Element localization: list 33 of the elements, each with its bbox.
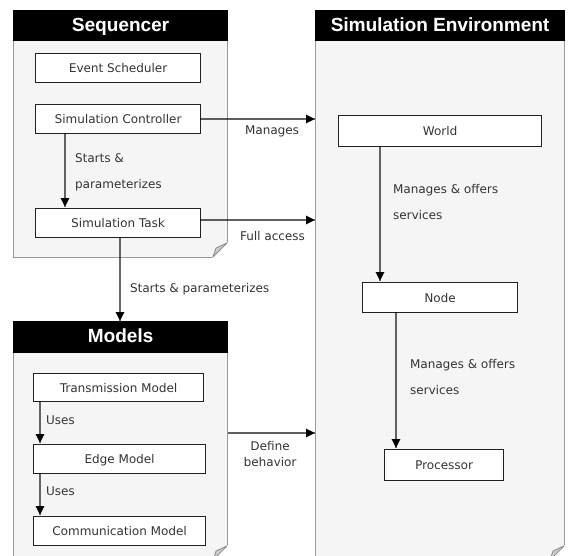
- edge-label: Starts & parameterizes: [130, 280, 270, 297]
- arrow: [228, 428, 315, 438]
- edge-label: Uses: [46, 412, 75, 429]
- panel: [13, 321, 228, 556]
- process-box: Node: [362, 282, 518, 313]
- panel-heading: Sequencer: [13, 10, 228, 41]
- arrow: [200, 216, 315, 224]
- arrow: [116, 237, 124, 321]
- arrow: [36, 401, 44, 443]
- arrow: [376, 146, 384, 281]
- panel: [13, 10, 228, 258]
- edge-label: Uses: [46, 483, 75, 500]
- arrow: [36, 473, 44, 515]
- process-box: Transmission Model: [33, 373, 204, 402]
- process-box: Processor: [384, 449, 504, 481]
- process-box: Simulation Controller: [35, 104, 201, 134]
- edge-label: Manages & offers services: [410, 356, 516, 399]
- edge-label: Manages & offers services: [393, 181, 500, 224]
- panel: [315, 10, 565, 556]
- arrow: [200, 114, 315, 124]
- edge-label: Manages: [245, 122, 299, 139]
- arrow: [392, 312, 400, 448]
- edge-label: Full access: [240, 228, 305, 245]
- edge-label: Define behavior: [242, 438, 298, 470]
- panel-heading: Simulation Environment: [315, 10, 565, 41]
- process-box: World: [338, 115, 542, 147]
- process-box: Simulation Task: [35, 208, 201, 238]
- process-box: Edge Model: [33, 444, 206, 474]
- process-box: Event Scheduler: [35, 53, 201, 83]
- arrow: [60, 133, 70, 207]
- edge-label: Starts & parameterizes: [75, 150, 163, 193]
- panel-heading: Models: [13, 321, 228, 353]
- process-box: Communication Model: [33, 516, 206, 546]
